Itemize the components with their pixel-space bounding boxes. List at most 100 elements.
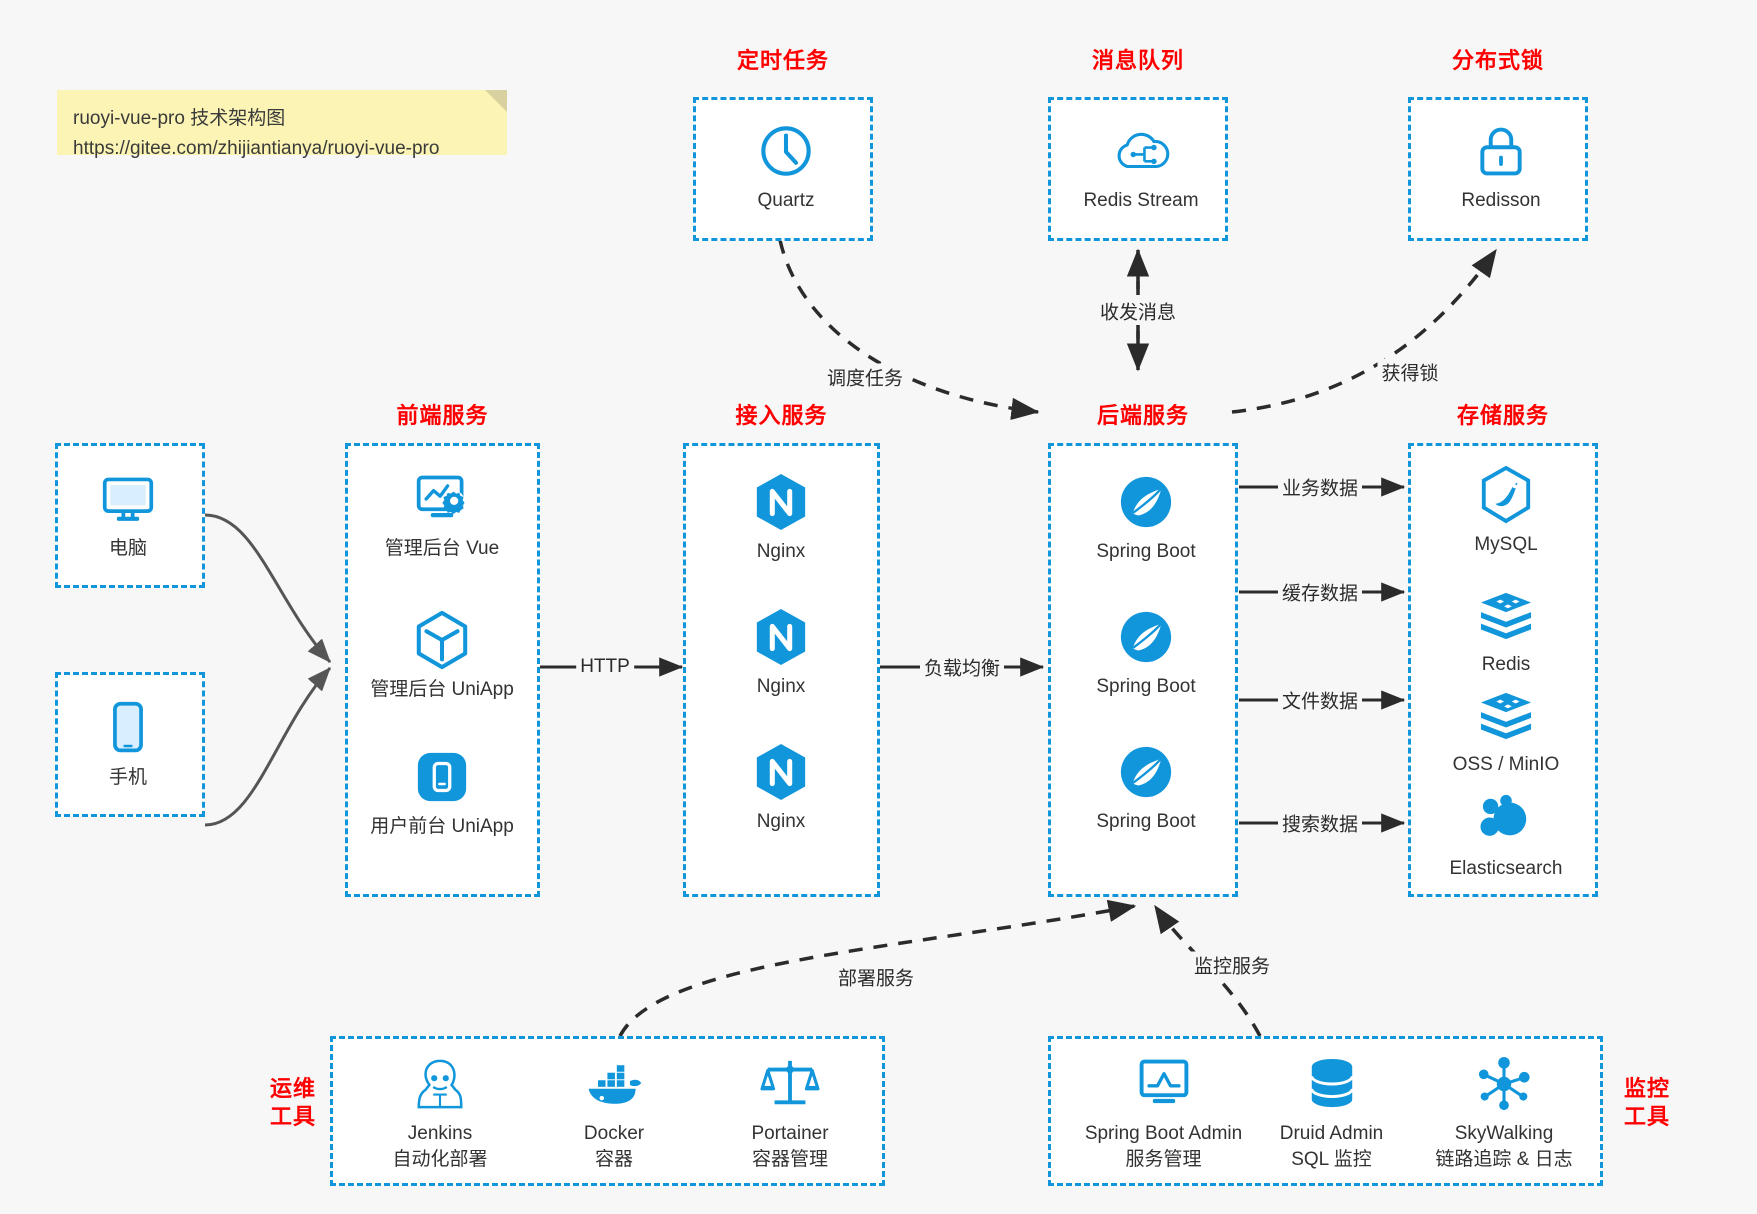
edge-label-send-receive-message: 收发消息 [1095,297,1181,325]
node-elasticsearch[interactable]: Elasticsearch [1426,788,1586,882]
node-label: Spring Boot [1096,811,1196,832]
cube-icon [362,609,522,671]
nginx-icon [701,471,861,533]
edge-label-file-data: 文件数据 [1277,686,1363,714]
edge-label-monitor-service: 监控服务 [1189,951,1275,979]
node-admin-vue[interactable]: 管理后台 Vue [362,468,522,562]
node-label: Druid Admin [1279,1123,1384,1144]
monitor-chart-icon [1061,1053,1266,1115]
node-mysql[interactable]: MySQL [1426,464,1586,558]
note-line-2: https://gitee.com/zhijiantianya/ruoyi-vu… [73,138,440,160]
ops-tools-title-line-1: 运维 [269,1076,316,1101]
node-sublabel: SQL 监控 [1291,1148,1372,1170]
node-druid-admin[interactable]: Druid Admin SQL 监控 [1249,1053,1414,1172]
node-label: Spring Boot Admin [1084,1123,1243,1144]
mysql-icon [1426,464,1586,526]
node-phone[interactable]: 手机 [53,697,203,791]
node-label: SkyWalking [1454,1123,1554,1144]
node-label: Nginx [756,811,806,832]
cloud-network-icon [1061,120,1221,182]
node-label: 管理后台 Vue [384,538,500,559]
redis-icon [1426,584,1586,646]
node-label: Docker [583,1123,645,1144]
nginx-icon [701,741,861,803]
group-scheduled-task[interactable]: Quartz [693,97,873,241]
note-line-1: ruoyi-vue-pro 技术架构图 [73,108,286,129]
node-label: Quartz [757,190,815,211]
node-label: 用户前台 UniApp [370,816,514,837]
jenkins-icon [355,1053,525,1115]
node-nginx-1[interactable]: Nginx [701,471,861,565]
group-ops-tools[interactable]: Jenkins 自动化部署 [330,1036,885,1186]
node-sublabel: 自动化部署 [392,1148,488,1170]
spring-icon [1066,741,1226,803]
edge-label-http: HTTP [576,656,634,678]
group-title-scheduled-task: 定时任务 [736,48,829,73]
group-title-frontend: 前端服务 [396,403,489,428]
app-icon [362,746,522,808]
node-jenkins[interactable]: Jenkins 自动化部署 [355,1053,525,1172]
node-quartz[interactable]: Quartz [706,120,866,214]
node-label: Spring Boot [1096,676,1196,697]
node-sublabel: 容器管理 [751,1148,828,1170]
node-label: 手机 [108,767,147,788]
nginx-icon [701,606,861,668]
mobile-icon [53,697,203,759]
node-redis-stream[interactable]: Redis Stream [1061,120,1221,214]
group-frontend[interactable]: 管理后台 Vue 管理后台 UniApp 用户前台 UniApp [345,443,540,897]
docker-icon [529,1053,699,1115]
ops-tools-title-line-2: 工具 [269,1103,316,1129]
group-user-pc[interactable]: 电脑 [55,443,205,588]
scales-icon [705,1053,875,1115]
group-gateway[interactable]: Nginx Nginx Nginx [683,443,880,897]
lock-icon [1421,120,1581,182]
node-nginx-3[interactable]: Nginx [701,741,861,835]
node-sublabel: 容器 [594,1148,633,1170]
node-label: Portainer [751,1123,829,1144]
node-spring-boot-3[interactable]: Spring Boot [1066,741,1226,835]
node-spring-boot-1[interactable]: Spring Boot [1066,471,1226,565]
edge-label-cache-data: 缓存数据 [1277,578,1363,606]
group-distributed-lock[interactable]: Redisson [1408,97,1588,241]
node-nginx-2[interactable]: Nginx [701,606,861,700]
node-skywalking[interactable]: SkyWalking 链路追踪 & 日志 [1409,1053,1599,1172]
node-label: Jenkins [407,1123,473,1144]
spring-icon [1066,471,1226,533]
group-title-storage: 存储服务 [1456,403,1549,428]
node-redis[interactable]: Redis [1426,584,1586,678]
node-pc[interactable]: 电脑 [53,468,203,562]
node-label: OSS / MinIO [1452,754,1560,775]
node-sublabel: 链路追踪 & 日志 [1435,1148,1573,1170]
node-label: Nginx [756,541,806,562]
elasticsearch-icon [1426,788,1586,850]
node-label: MySQL [1474,534,1538,555]
group-message-queue[interactable]: Redis Stream [1048,97,1228,241]
group-backend[interactable]: Spring Boot Spring Boot Spring Boot [1048,443,1238,897]
node-spring-boot-2[interactable]: Spring Boot [1066,606,1226,700]
dashboard-settings-icon [362,468,522,530]
monitor-tools-title-line-2: 工具 [1623,1103,1670,1129]
minio-icon [1426,684,1586,746]
sticky-note: ruoyi-vue-pro 技术架构图 https://gitee.com/zh… [57,90,507,159]
node-user-uniapp[interactable]: 用户前台 UniApp [362,746,522,840]
desktop-icon [53,468,203,530]
edge-label-deploy-service: 部署服务 [833,963,919,991]
node-redisson[interactable]: Redisson [1421,120,1581,214]
node-sublabel: 服务管理 [1125,1148,1202,1170]
group-title-backend: 后端服务 [1096,403,1189,428]
group-title-message-queue: 消息队列 [1091,48,1184,73]
node-portainer[interactable]: Portainer 容器管理 [705,1053,875,1172]
group-monitor-tools[interactable]: Spring Boot Admin 服务管理 Druid Admin SQL 监… [1048,1036,1603,1186]
group-storage[interactable]: MySQL Redis OS [1408,443,1598,897]
node-admin-uniapp[interactable]: 管理后台 UniApp [362,609,522,703]
node-label: Redisson [1461,190,1541,211]
database-icon [1249,1053,1414,1115]
node-spring-boot-admin[interactable]: Spring Boot Admin 服务管理 [1061,1053,1266,1172]
node-docker[interactable]: Docker 容器 [529,1053,699,1172]
node-oss-minio[interactable]: OSS / MinIO [1426,684,1586,778]
group-user-phone[interactable]: 手机 [55,672,205,817]
node-label: Spring Boot [1096,541,1196,562]
group-title-monitor-tools: 监控 工具 [1612,1075,1682,1130]
edge-label-load-balance: 负载均衡 [919,653,1005,681]
